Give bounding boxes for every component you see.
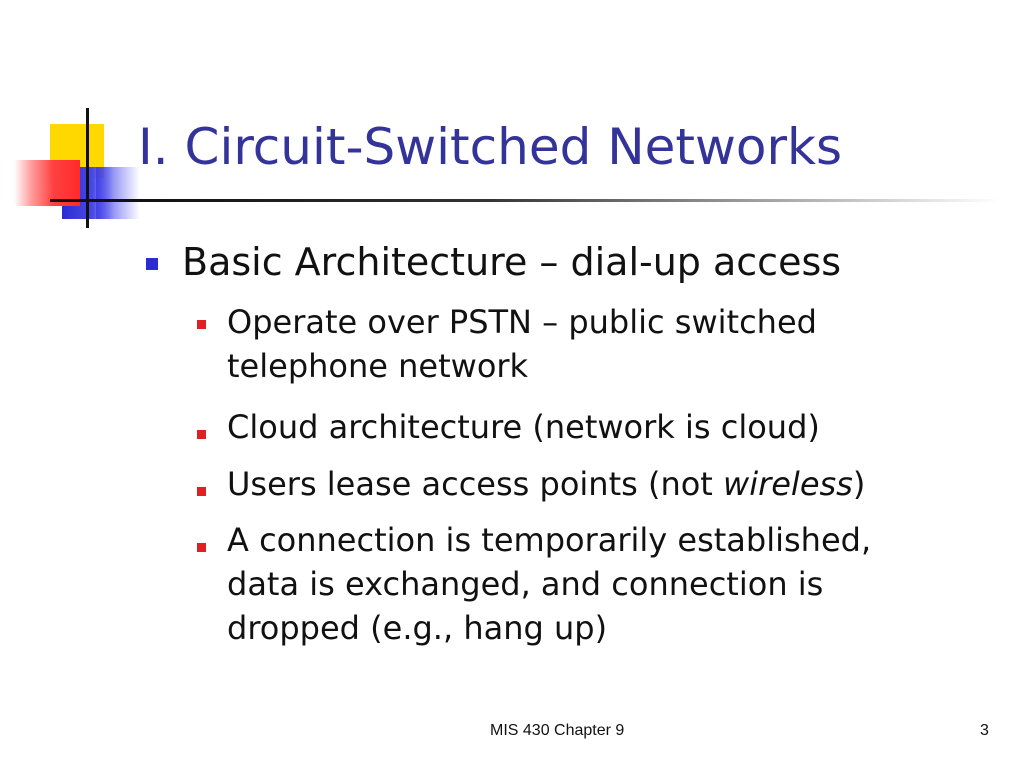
page-number: 3 bbox=[980, 722, 989, 739]
red-square bbox=[14, 160, 80, 206]
bullet-square-red bbox=[197, 487, 206, 496]
slide-footer: MIS 430 Chapter 9 bbox=[490, 722, 625, 739]
blue-square-fade bbox=[96, 167, 140, 219]
bullet-square-red bbox=[197, 320, 206, 329]
subbullet-4-line1: A connection is temporarily established, bbox=[227, 521, 872, 559]
subbullet-3-suffix: ) bbox=[852, 465, 866, 503]
logo-vertical-line bbox=[86, 108, 89, 228]
logo-horizontal-line bbox=[50, 199, 140, 202]
subbullet-3: Users lease access points (not wireless) bbox=[227, 462, 947, 506]
subbullet-4: A connection is temporarily established,… bbox=[227, 518, 947, 650]
subbullet-4-line2: data is exchanged, and connection is bbox=[227, 565, 824, 603]
subbullet-2: Cloud architecture (network is cloud) bbox=[227, 405, 947, 449]
bullet-square-red bbox=[197, 430, 206, 439]
title-divider bbox=[140, 199, 1000, 202]
subbullet-4-line3: dropped (e.g., hang up) bbox=[227, 609, 608, 647]
bullet-square-red bbox=[197, 543, 206, 552]
subbullet-3-prefix: Users lease access points (not bbox=[227, 465, 724, 503]
slide-title: I. Circuit-Switched Networks bbox=[138, 118, 843, 176]
subbullet-2-line1: Cloud architecture (network is cloud) bbox=[227, 408, 820, 446]
subbullet-1-line2: telephone network bbox=[227, 347, 529, 385]
subbullet-1-line1: Operate over PSTN – public switched bbox=[227, 303, 817, 341]
bullet-square-blue bbox=[146, 258, 158, 270]
bullet-main: Basic Architecture – dial-up access bbox=[182, 240, 842, 284]
subbullet-3-emphasis: wireless bbox=[723, 465, 853, 503]
decorative-squares-logo bbox=[0, 0, 160, 240]
subbullet-1: Operate over PSTN – public switched tele… bbox=[227, 300, 947, 388]
